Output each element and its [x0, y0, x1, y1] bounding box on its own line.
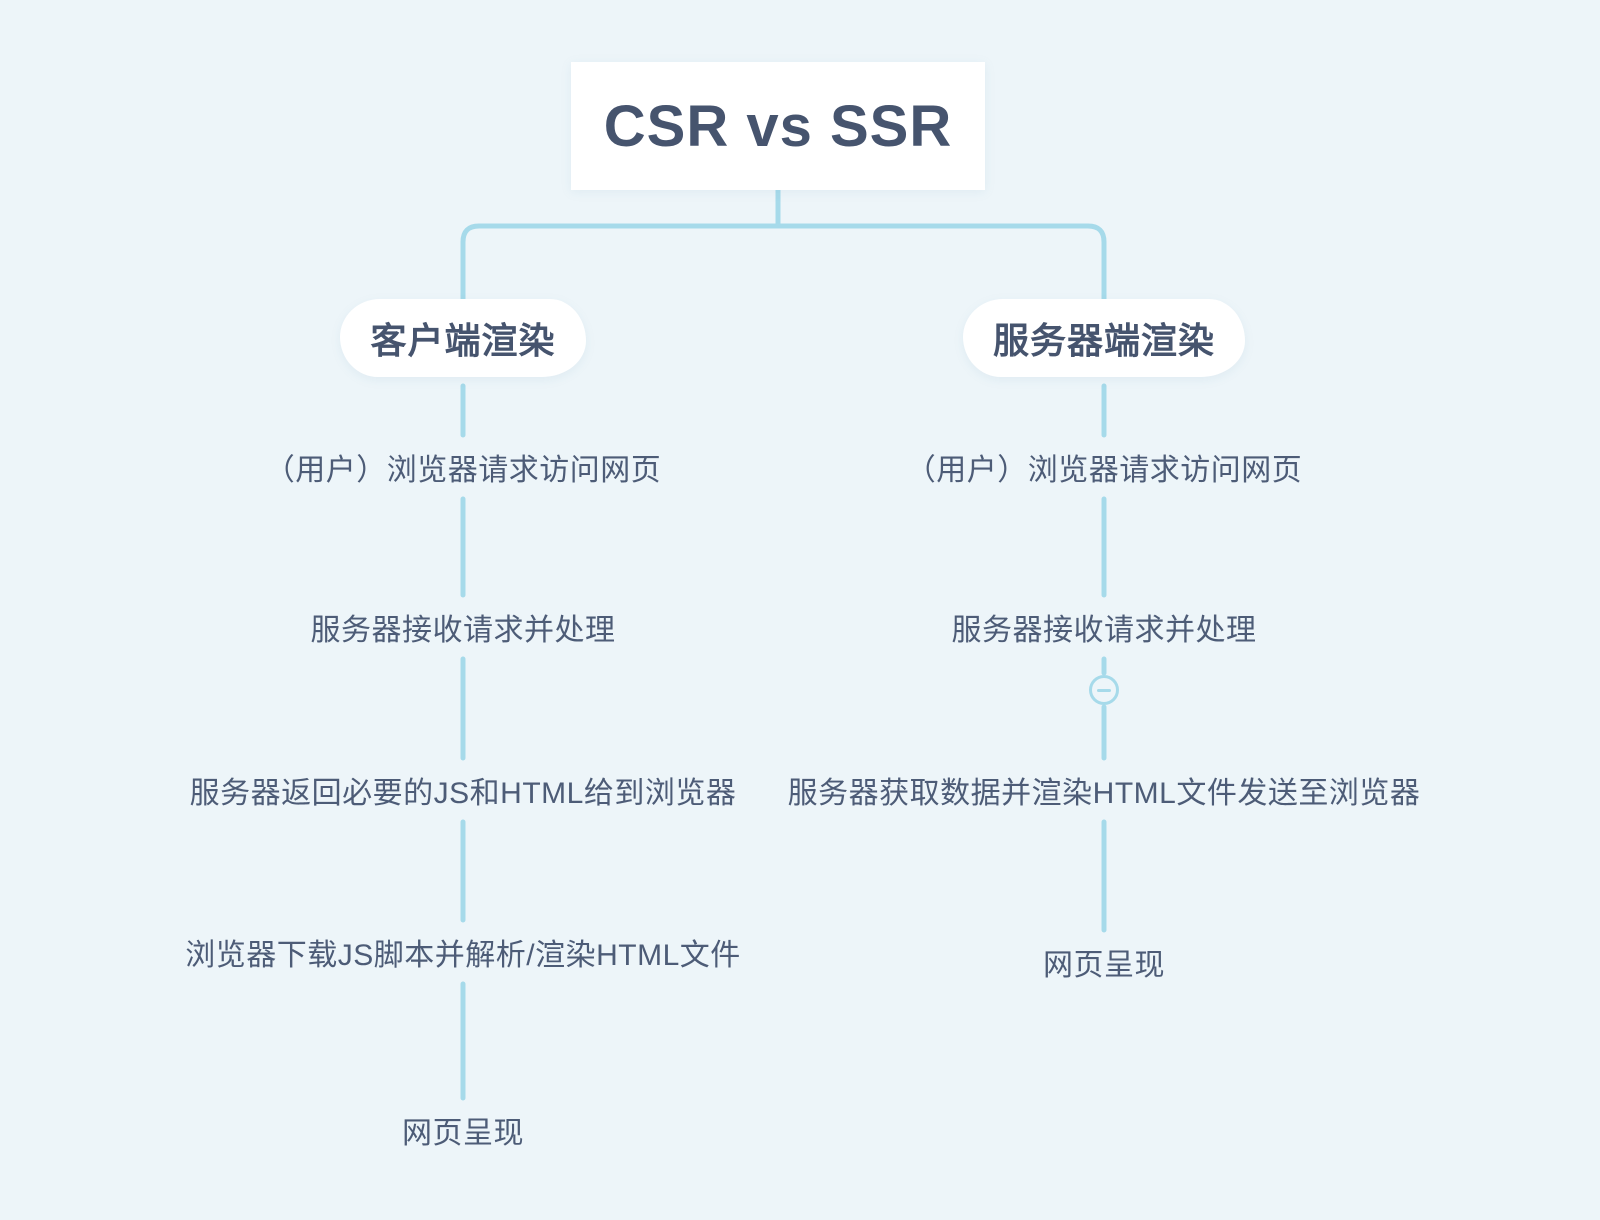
root-topic[interactable]: CSR vs SSR: [571, 62, 985, 190]
branch-topic-csr-label: 客户端渲染: [370, 320, 556, 361]
csr-step-5[interactable]: 网页呈现: [402, 1117, 524, 1150]
collapse-toggle[interactable]: [1089, 675, 1119, 705]
minus-icon: [1097, 688, 1111, 692]
branch-topic-ssr[interactable]: 服务器端渲染: [963, 299, 1245, 377]
root-topic-label: CSR vs SSR: [603, 93, 953, 159]
branch-topic-csr[interactable]: 客户端渲染: [340, 299, 586, 377]
csr-step-1[interactable]: （用户）浏览器请求访问网页: [264, 454, 662, 487]
ssr-step-3[interactable]: 服务器获取数据并渲染HTML文件发送至浏览器: [787, 777, 1421, 810]
csr-step-4[interactable]: 浏览器下载JS脚本并解析/渲染HTML文件: [185, 939, 741, 972]
ssr-step-2[interactable]: 服务器接收请求并处理: [951, 614, 1257, 647]
ssr-step-1[interactable]: （用户）浏览器请求访问网页: [905, 454, 1303, 487]
csr-step-2[interactable]: 服务器接收请求并处理: [310, 614, 616, 647]
branch-topic-ssr-label: 服务器端渲染: [992, 320, 1215, 361]
csr-step-3[interactable]: 服务器返回必要的JS和HTML给到浏览器: [189, 777, 737, 810]
ssr-step-4[interactable]: 网页呈现: [1043, 949, 1165, 982]
